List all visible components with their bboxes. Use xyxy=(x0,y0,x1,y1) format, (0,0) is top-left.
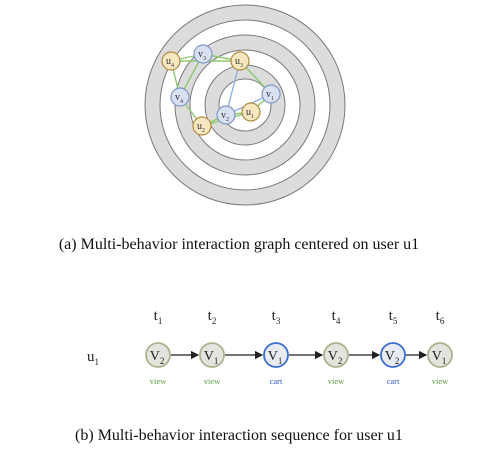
sequence-item-label-4: V2 xyxy=(328,349,343,366)
behavior-label-3: cart xyxy=(270,376,283,386)
graph-node-label: u4 xyxy=(166,56,174,69)
graph-node-v4: v4 xyxy=(170,87,190,107)
graph-node-u4: u4 xyxy=(161,51,181,71)
sequence-item-label-6: V1 xyxy=(432,349,447,366)
sequence-user: u1 xyxy=(87,349,99,367)
sequence-node-6 xyxy=(427,342,453,368)
graph-node-label: v3 xyxy=(198,49,206,62)
graph-node-v3: v3 xyxy=(193,44,213,64)
sequence-node-4 xyxy=(323,342,349,368)
sequence-item-label-3: V1 xyxy=(268,349,283,366)
sequence-user-label: u1 xyxy=(87,349,99,367)
sequence-item-label-2: V1 xyxy=(204,349,219,366)
graph-node-u1: u1 xyxy=(241,102,261,122)
sequence-item-label-1: V2 xyxy=(150,349,165,366)
graph-node-circle xyxy=(230,51,250,71)
graph-node-v2: v2 xyxy=(216,105,236,125)
behavior-label-2: view xyxy=(204,376,221,386)
graph-node-label: u1 xyxy=(246,107,254,120)
graph-node-v1: v1 xyxy=(261,84,281,104)
graph-node-label: v1 xyxy=(266,89,274,102)
behavior-label-1: view xyxy=(150,376,167,386)
time-label-1: t1 xyxy=(154,308,163,326)
graph-node-circle xyxy=(161,51,181,71)
time-label-5: t5 xyxy=(389,308,398,326)
graph-node-circle xyxy=(261,84,281,104)
behavior-label-6: view xyxy=(432,376,449,386)
caption-sequence: (b) Multi-behavior interaction sequence … xyxy=(75,427,403,444)
behavior-label-5: cart xyxy=(387,376,400,386)
graph-node-label: v2 xyxy=(221,110,229,123)
graph-node-label: u2 xyxy=(197,121,205,134)
time-label-6: t6 xyxy=(436,308,445,326)
time-label-2: t2 xyxy=(208,308,217,326)
graph-node-circle xyxy=(193,44,213,64)
graph-node-u2: u2 xyxy=(192,116,212,136)
graph-node-circle xyxy=(241,102,261,122)
graph-node-circle xyxy=(192,116,212,136)
caption-graph: (a) Multi-behavior interaction graph cen… xyxy=(58,236,420,253)
time-label-4: t4 xyxy=(332,308,341,326)
behavior-label-4: view xyxy=(328,376,345,386)
graph-node-circle xyxy=(170,87,190,107)
sequence-node-2 xyxy=(199,342,225,368)
sequence-node-5 xyxy=(380,342,406,368)
graph-node-circle xyxy=(216,105,236,125)
sequence-node-3 xyxy=(263,342,289,368)
sequence-item-label-5: V2 xyxy=(385,349,400,366)
time-label-3: t3 xyxy=(272,308,281,326)
graph-node-label: u3 xyxy=(235,56,243,69)
sequence-node-1 xyxy=(145,342,171,368)
graph-node-u3: u3 xyxy=(230,51,250,71)
graph-nodes: u4 v3 u3 v4 v1 v2 u1 u2 xyxy=(161,44,281,136)
graph-node-label: v4 xyxy=(175,92,183,105)
